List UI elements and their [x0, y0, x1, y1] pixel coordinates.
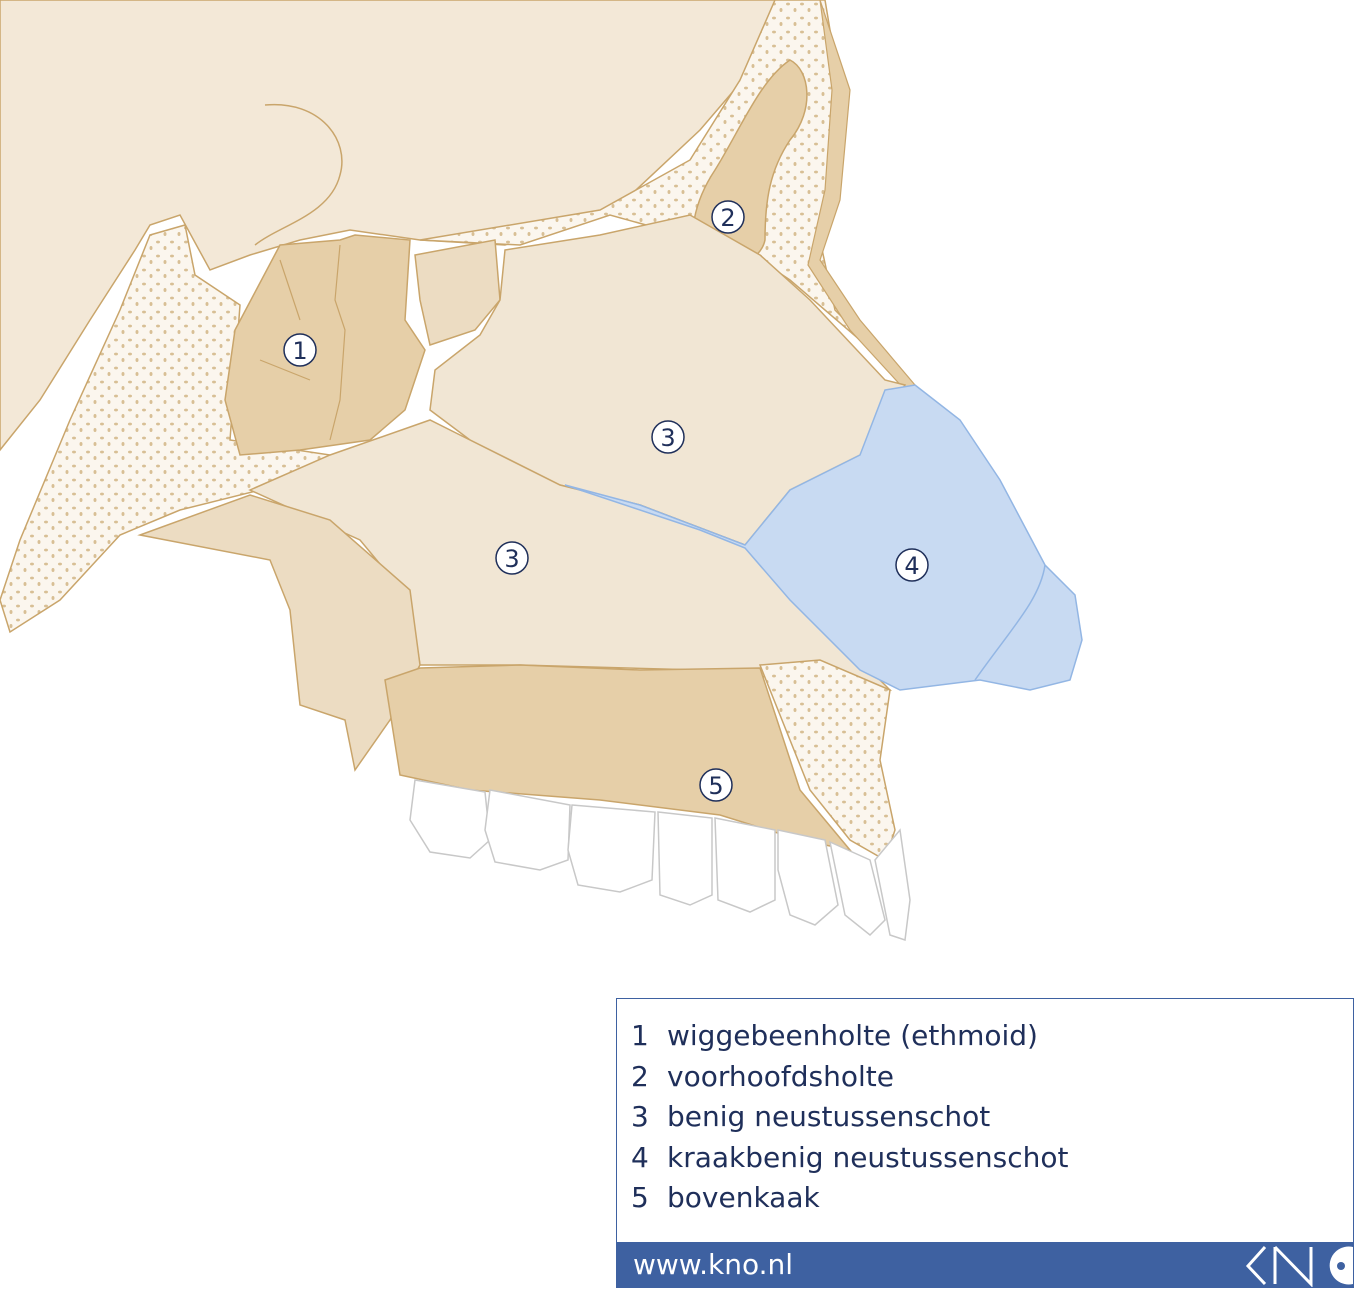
legend-number: 1 [631, 1019, 649, 1052]
svg-text:2: 2 [720, 204, 735, 232]
kno-logo [1245, 1245, 1353, 1287]
svg-text:3: 3 [660, 424, 675, 452]
marker-5: 5 [699, 768, 733, 802]
legend-number: 2 [631, 1060, 649, 1093]
website-link[interactable]: www.kno.nl [633, 1248, 794, 1281]
sphenoid-bone [0, 224, 333, 634]
legend-number: 4 [631, 1141, 649, 1174]
legend-item: 4 kraakbenig neustussenschot [631, 1141, 1068, 1174]
marker-4: 4 [895, 548, 929, 582]
legend: 1 wiggebeenholte (ethmoid) 2 voorhoofdshol… [616, 998, 1354, 1288]
legend-number: 5 [631, 1181, 649, 1214]
legend-item: 1 wiggebeenholte (ethmoid) [631, 1019, 1038, 1052]
legend-footer: www.kno.nl [617, 1242, 1353, 1287]
legend-item: 3 benig neustussenschot [631, 1100, 990, 1133]
teeth [409, 779, 911, 942]
legend-item: 2 voorhoofdsholte [631, 1060, 894, 1093]
legend-label: bovenkaak [667, 1181, 820, 1214]
nasal-anatomy-illustration: 1 2 3 3 4 5 [0, 0, 1083, 942]
marker-3-upper: 3 [651, 420, 685, 454]
skull-base [0, 0, 776, 452]
svg-text:3: 3 [504, 545, 519, 573]
ethmoid-sinus [224, 234, 426, 456]
legend-label: voorhoofdsholte [667, 1060, 894, 1093]
legend-label: benig neustussenschot [667, 1100, 991, 1133]
legend-number: 3 [631, 1100, 649, 1133]
marker-3-lower: 3 [495, 541, 529, 575]
legend-label: wiggebeenholte (ethmoid) [667, 1019, 1038, 1052]
legend-label: kraakbenig neustussenschot [667, 1141, 1069, 1174]
svg-text:4: 4 [904, 552, 919, 580]
legend-item: 5 bovenkaak [631, 1181, 820, 1214]
svg-text:5: 5 [708, 772, 723, 800]
svg-text:1: 1 [292, 337, 307, 365]
cartilaginous-septum [564, 384, 1083, 691]
marker-1: 1 [283, 333, 317, 367]
marker-2: 2 [711, 200, 745, 234]
